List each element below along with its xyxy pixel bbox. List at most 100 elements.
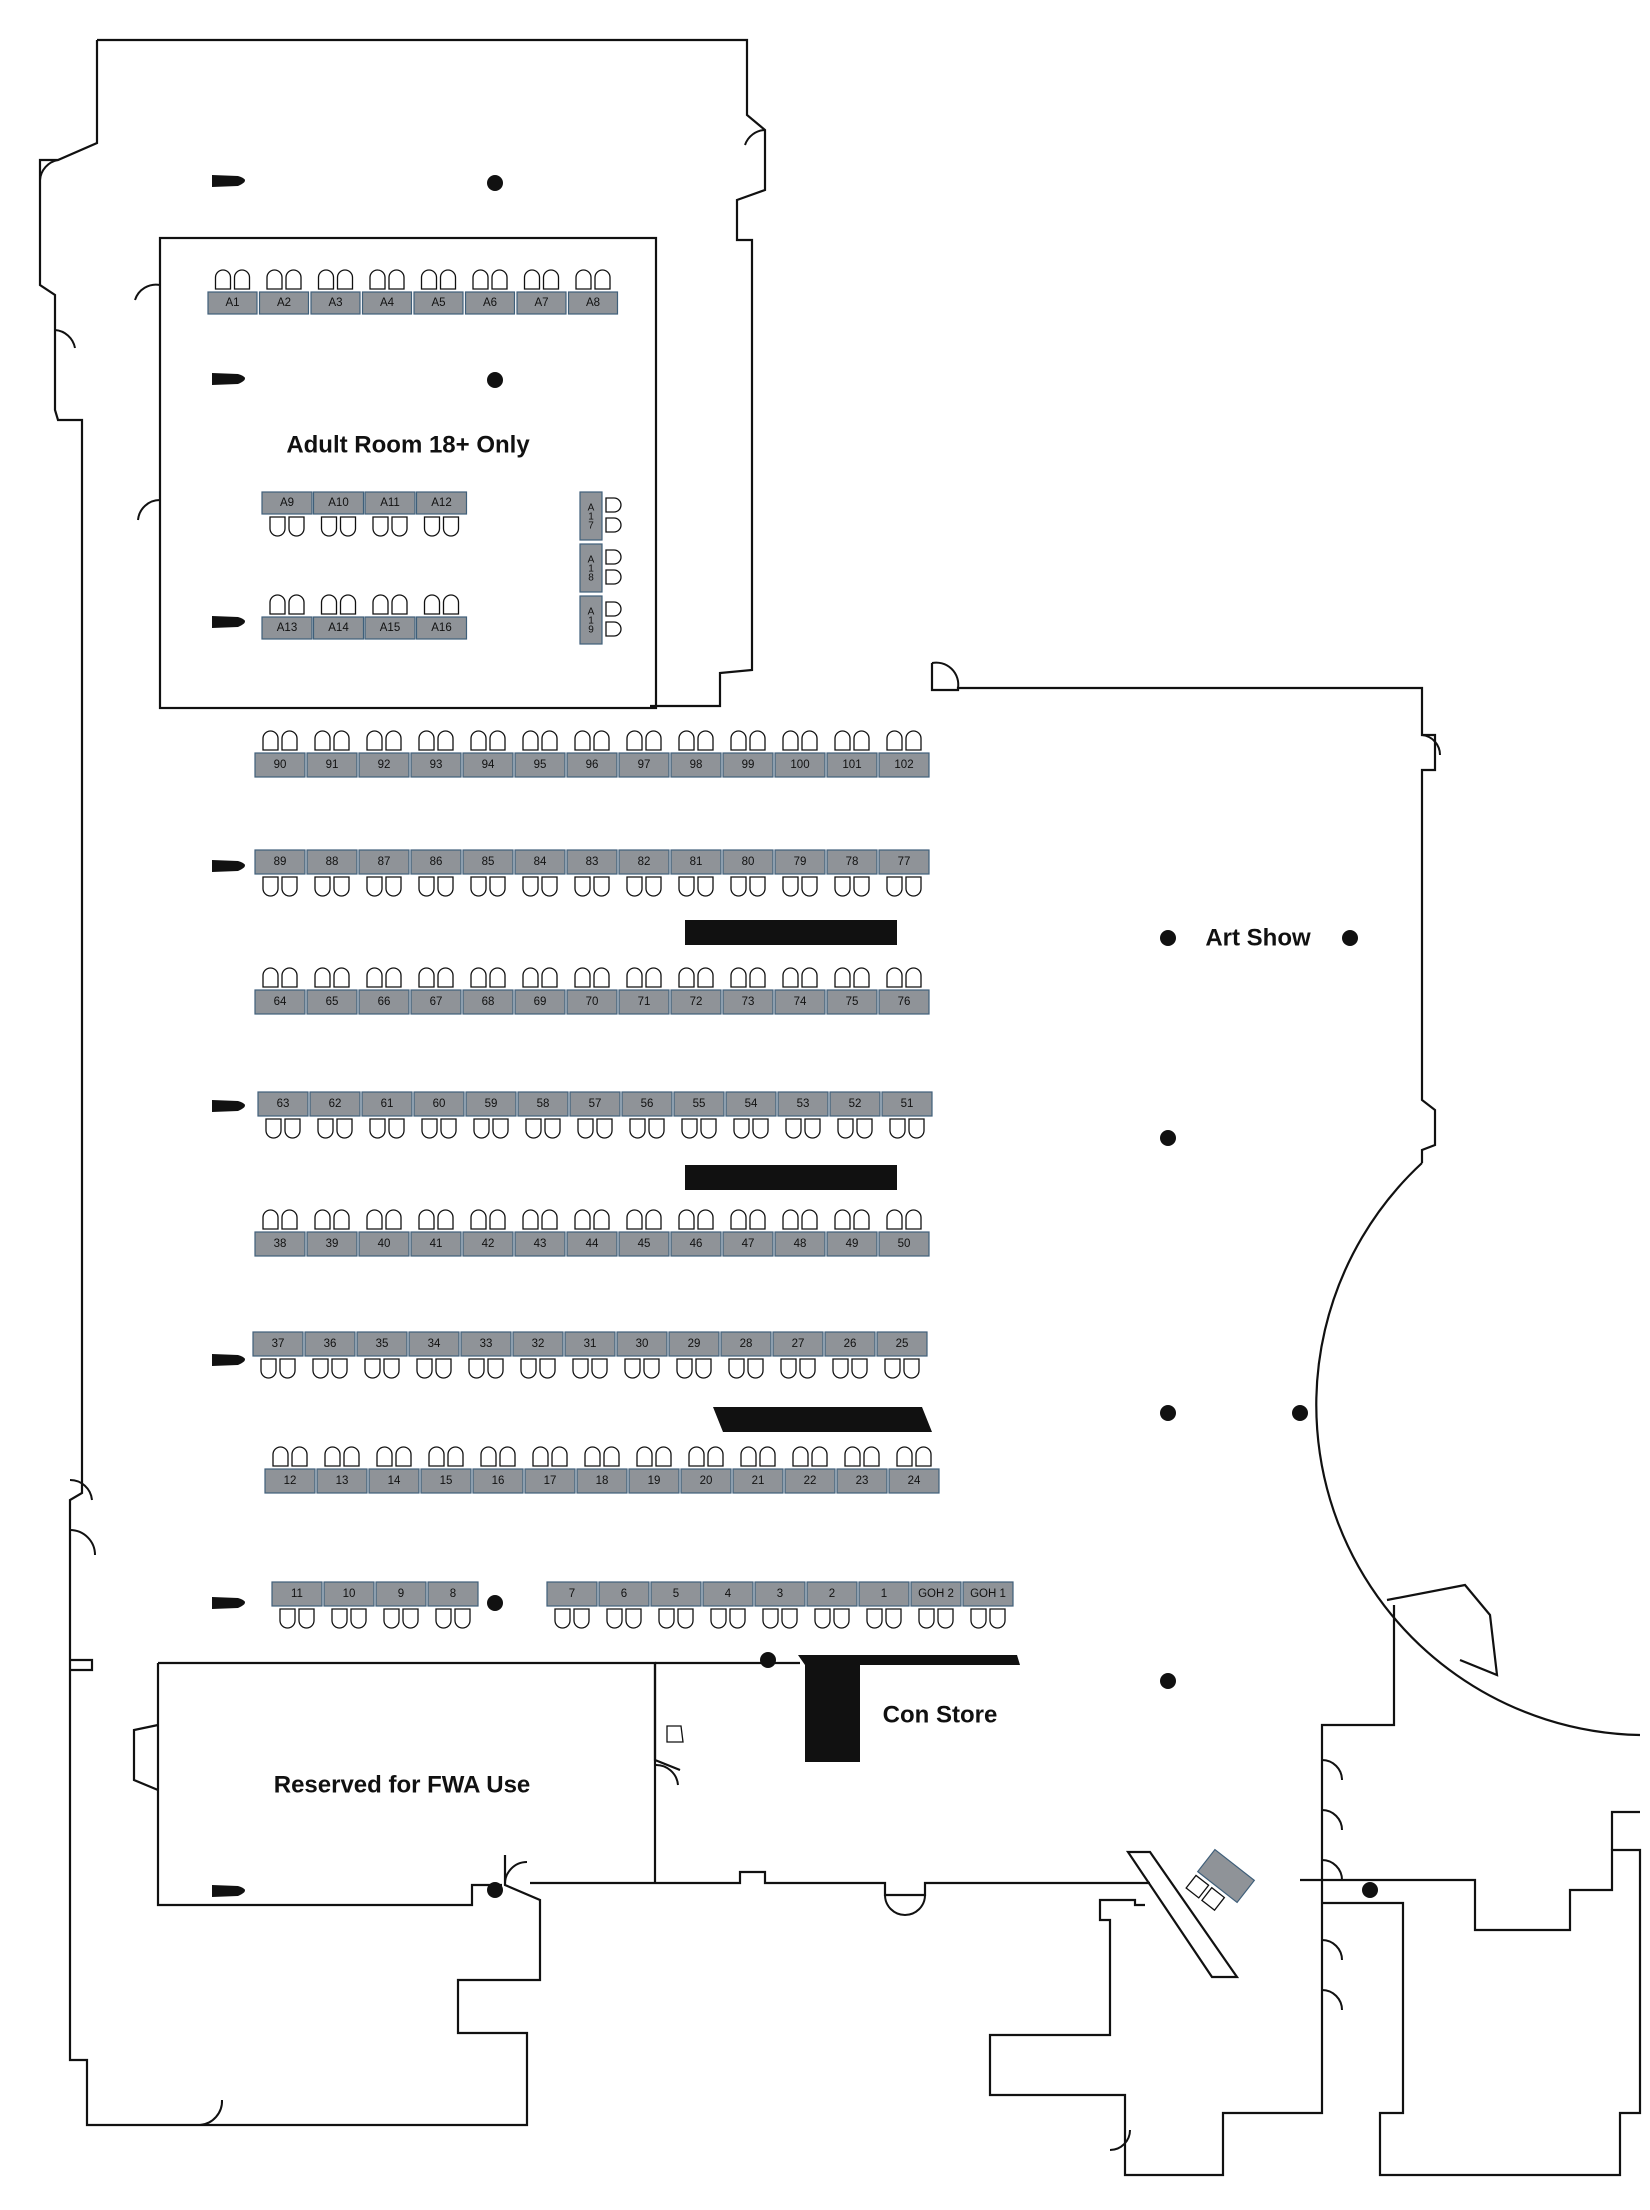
booth-8[interactable]: 8 <box>427 1581 479 1629</box>
booth-97[interactable]: 97 <box>618 730 670 778</box>
booth-table[interactable] <box>472 1468 524 1494</box>
booth-82[interactable]: 82 <box>618 849 670 897</box>
booth-13[interactable]: 13 <box>316 1446 368 1494</box>
booth-table[interactable] <box>567 291 619 315</box>
booth-76[interactable]: 76 <box>878 967 930 1015</box>
booth-table[interactable] <box>306 1231 358 1257</box>
booth-table[interactable] <box>410 989 462 1015</box>
booth-table[interactable] <box>881 1091 933 1117</box>
booth-21[interactable]: 21 <box>732 1446 784 1494</box>
booth-table[interactable] <box>264 1468 316 1494</box>
booth-table[interactable] <box>702 1581 754 1607</box>
booth-50[interactable]: 50 <box>878 1209 930 1257</box>
booth-table[interactable] <box>415 616 468 640</box>
booth-table[interactable] <box>722 989 774 1015</box>
booth-84[interactable]: 84 <box>514 849 566 897</box>
booth-34[interactable]: 34 <box>408 1331 460 1379</box>
booth-77[interactable]: 77 <box>878 849 930 897</box>
booth-table[interactable] <box>774 989 826 1015</box>
booth-30[interactable]: 30 <box>616 1331 668 1379</box>
booth-table[interactable] <box>784 1468 836 1494</box>
booth-4[interactable]: 4 <box>702 1581 754 1629</box>
booth-19[interactable]: 19 <box>628 1446 680 1494</box>
booth-table[interactable] <box>777 1091 829 1117</box>
booth-70[interactable]: 70 <box>566 967 618 1015</box>
booth-table[interactable] <box>566 752 618 778</box>
booth-table[interactable] <box>358 752 410 778</box>
booth-table[interactable] <box>361 1091 413 1117</box>
booth-29[interactable]: 29 <box>668 1331 720 1379</box>
booth-39[interactable]: 39 <box>306 1209 358 1257</box>
booth-23[interactable]: 23 <box>836 1446 888 1494</box>
booth-65[interactable]: 65 <box>306 967 358 1015</box>
booth-86[interactable]: 86 <box>410 849 462 897</box>
booth-table[interactable] <box>564 1331 616 1357</box>
booth-table[interactable] <box>358 989 410 1015</box>
booth-table[interactable] <box>375 1581 427 1607</box>
booth-table[interactable] <box>618 849 670 875</box>
booth-40[interactable]: 40 <box>358 1209 410 1257</box>
booth-91[interactable]: 91 <box>306 730 358 778</box>
booth-table[interactable] <box>579 543 603 593</box>
booth-28[interactable]: 28 <box>720 1331 772 1379</box>
booth-table[interactable] <box>628 1468 680 1494</box>
booth-3[interactable]: 3 <box>754 1581 806 1629</box>
booth-a9[interactable]: A9 <box>261 491 313 537</box>
booth-a15[interactable]: A15 <box>364 594 416 640</box>
booth-43[interactable]: 43 <box>514 1209 566 1257</box>
booth-table[interactable] <box>722 752 774 778</box>
booth-63[interactable]: 63 <box>257 1091 309 1139</box>
booth-table[interactable] <box>310 291 361 315</box>
booth-table[interactable] <box>413 291 464 315</box>
booth-table[interactable] <box>579 491 603 541</box>
booth-table[interactable] <box>621 1091 673 1117</box>
booth-table[interactable] <box>254 849 306 875</box>
booth-a2[interactable]: A2 <box>258 269 310 315</box>
booth-table[interactable] <box>261 616 313 640</box>
booth-99[interactable]: 99 <box>722 730 774 778</box>
booth-table[interactable] <box>579 595 603 645</box>
booth-table[interactable] <box>826 849 878 875</box>
booth-table[interactable] <box>514 1231 566 1257</box>
booth-68[interactable]: 68 <box>462 967 514 1015</box>
booth-table[interactable] <box>356 1331 408 1357</box>
booth-table[interactable] <box>878 1231 930 1257</box>
booth-table[interactable] <box>566 989 618 1015</box>
booth-95[interactable]: 95 <box>514 730 566 778</box>
booth-17[interactable]: 17 <box>524 1446 576 1494</box>
booth-a12[interactable]: A12 <box>415 491 468 537</box>
booth-table[interactable] <box>516 291 567 315</box>
booth-table[interactable] <box>826 1231 878 1257</box>
booth-table[interactable] <box>464 291 516 315</box>
booth-2[interactable]: 2 <box>806 1581 858 1629</box>
booth-table[interactable] <box>514 849 566 875</box>
booth-55[interactable]: 55 <box>673 1091 725 1139</box>
booth-56[interactable]: 56 <box>621 1091 673 1139</box>
booth-table[interactable] <box>673 1091 725 1117</box>
booth-table[interactable] <box>254 989 306 1015</box>
booth-table[interactable] <box>836 1468 888 1494</box>
booth-9[interactable]: 9 <box>375 1581 427 1629</box>
booth-table[interactable] <box>616 1331 668 1357</box>
booth-table[interactable] <box>668 1331 720 1357</box>
booth-62[interactable]: 62 <box>309 1091 361 1139</box>
booth-42[interactable]: 42 <box>462 1209 514 1257</box>
booth-table[interactable] <box>309 1091 361 1117</box>
booth-66[interactable]: 66 <box>358 967 410 1015</box>
booth-47[interactable]: 47 <box>722 1209 774 1257</box>
booth-46[interactable]: 46 <box>670 1209 722 1257</box>
booth-15[interactable]: 15 <box>420 1446 472 1494</box>
booth-36[interactable]: 36 <box>304 1331 356 1379</box>
booth-table[interactable] <box>420 1468 472 1494</box>
booth-table[interactable] <box>358 1231 410 1257</box>
booth-67[interactable]: 67 <box>410 967 462 1015</box>
booth-table[interactable] <box>257 1091 309 1117</box>
booth-table[interactable] <box>258 291 310 315</box>
booth-table[interactable] <box>408 1331 460 1357</box>
booth-table[interactable] <box>910 1581 962 1607</box>
booth-101[interactable]: 101 <box>826 730 878 778</box>
booth-table[interactable] <box>725 1091 777 1117</box>
booth-87[interactable]: 87 <box>358 849 410 897</box>
booth-table[interactable] <box>824 1331 876 1357</box>
booth-table[interactable] <box>254 752 306 778</box>
